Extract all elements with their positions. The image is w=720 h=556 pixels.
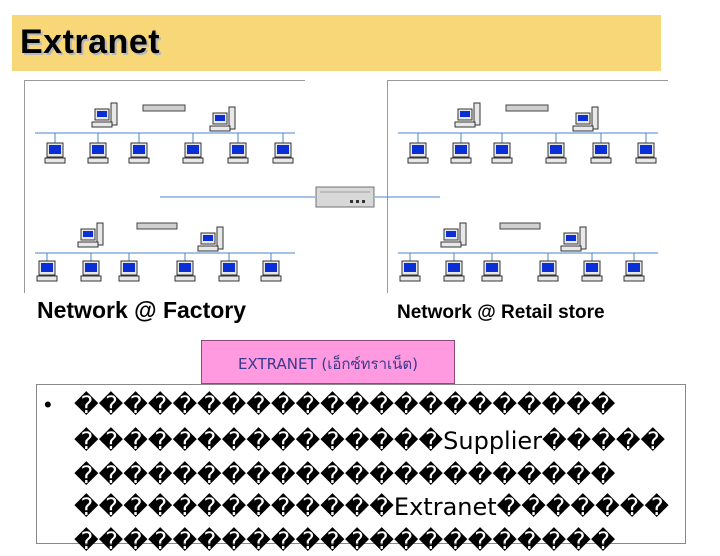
computer-icon <box>174 260 196 282</box>
computer-icon <box>272 142 294 164</box>
hub-icon <box>136 222 178 230</box>
computer-icon <box>481 260 503 282</box>
computer-icon <box>128 142 150 164</box>
computer-icon <box>450 142 472 164</box>
bullet-line-5: ���������������������� <box>74 527 616 555</box>
network-link <box>160 186 440 208</box>
bullet-line-4: �������������Extranet������� <box>74 493 669 521</box>
computer-icon <box>623 260 645 282</box>
factory-network-panel <box>24 80 305 293</box>
server-icon <box>91 102 118 128</box>
computer-icon <box>407 142 429 164</box>
server-icon <box>440 222 467 248</box>
bullet-line-2: ���������������Supplier����� <box>74 427 666 455</box>
factory-network-diagram <box>35 102 295 282</box>
computer-icon <box>443 260 465 282</box>
slide-title: Extranet <box>20 23 161 61</box>
retail-caption: Network @ Retail store <box>397 302 605 323</box>
computer-icon <box>635 142 657 164</box>
extranet-label: EXTRANET (เอ็กซ์ทราเน็ต) <box>238 355 418 373</box>
server-icon <box>197 226 224 252</box>
computer-icon <box>44 142 66 164</box>
hub-icon <box>499 222 541 230</box>
hub-icon <box>142 104 186 112</box>
router-icon <box>315 186 375 208</box>
bullet-line-1: ���������������������� <box>74 391 616 419</box>
retail-network-panel <box>387 80 668 293</box>
server-icon <box>77 222 104 248</box>
computer-icon <box>182 142 204 164</box>
computer-icon <box>227 142 249 164</box>
computer-icon <box>537 260 559 282</box>
computer-icon <box>590 142 612 164</box>
computer-icon <box>218 260 240 282</box>
bullet-icon: • <box>44 392 52 417</box>
hub-icon <box>505 104 549 112</box>
computer-icon <box>260 260 282 282</box>
server-icon <box>560 226 587 252</box>
server-icon <box>572 106 599 132</box>
computer-icon <box>491 142 513 164</box>
title-bar: Extranet <box>12 15 661 71</box>
computer-icon <box>581 260 603 282</box>
extranet-label-box: EXTRANET (เอ็กซ์ทราเน็ต) <box>201 340 455 384</box>
computer-icon <box>399 260 421 282</box>
bullet-line-3: ���������������������� <box>74 461 616 489</box>
computer-icon <box>87 142 109 164</box>
retail-network-diagram <box>398 102 658 282</box>
computer-icon <box>118 260 140 282</box>
server-icon <box>209 106 236 132</box>
computer-icon <box>80 260 102 282</box>
computer-icon <box>545 142 567 164</box>
computer-icon <box>36 260 58 282</box>
factory-caption: Network @ Factory <box>37 297 247 323</box>
server-icon <box>454 102 481 128</box>
